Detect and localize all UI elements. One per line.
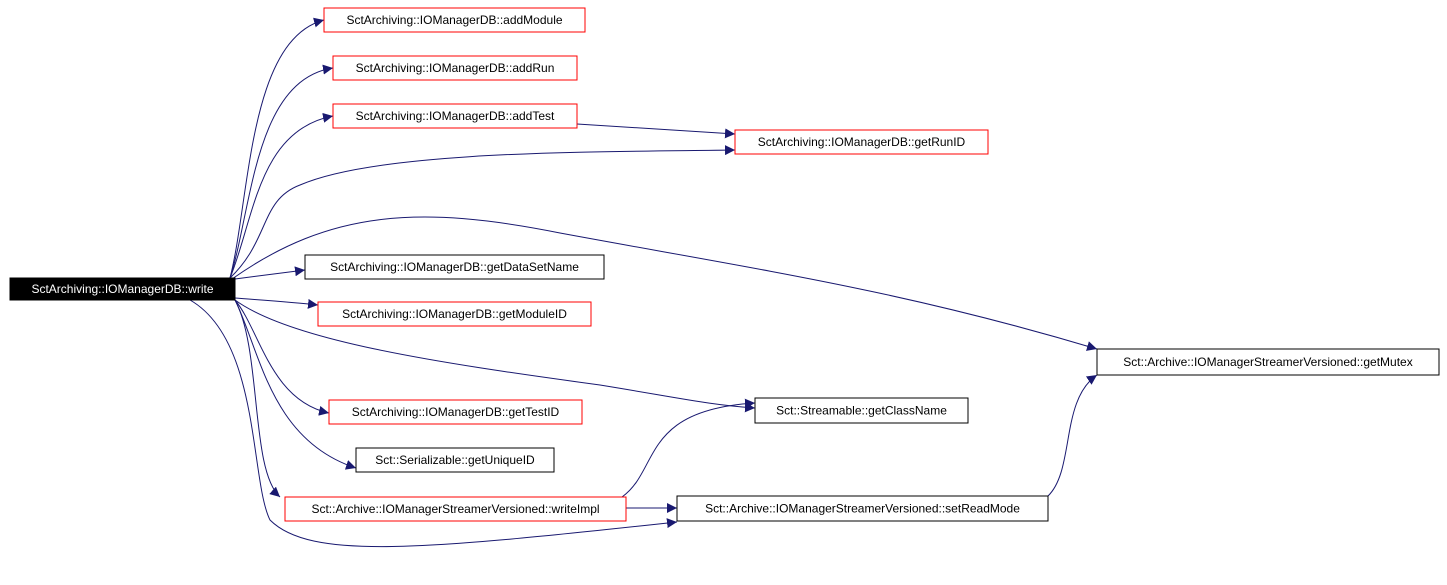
node-addRun[interactable]: SctArchiving::IOManagerDB::addRun	[332, 55, 578, 81]
node-getMutex: Sct::Archive::IOManagerStreamerVersioned…	[1096, 348, 1440, 376]
edge-write-to-addRun	[229, 64, 334, 279]
node-box	[332, 55, 578, 81]
node-box	[317, 301, 592, 327]
node-label: SctArchiving::IOManagerDB::getTestID	[352, 405, 560, 419]
edge-setReadMode-to-getMutex	[1047, 374, 1098, 497]
node-label: Sct::Serializable::getUniqueID	[375, 453, 535, 467]
edge-writeImpl-to-getClassName	[621, 398, 756, 498]
node-label: SctArchiving::IOManagerDB::addTest	[356, 109, 555, 123]
edge-write-to-writeImpl	[234, 299, 281, 498]
node-box	[9, 277, 236, 301]
nodes-layer: SctArchiving::IOManagerDB::writeSctArchi…	[9, 7, 1440, 522]
edge-write-to-getUniqueID	[234, 299, 357, 470]
node-writeImpl[interactable]: Sct::Archive::IOManagerStreamerVersioned…	[284, 496, 627, 522]
node-label: SctArchiving::IOManagerDB::addModule	[346, 13, 562, 27]
node-getTestID[interactable]: SctArchiving::IOManagerDB::getTestID	[328, 399, 583, 425]
node-box	[328, 399, 583, 425]
node-getModuleID[interactable]: SctArchiving::IOManagerDB::getModuleID	[317, 301, 592, 327]
edge-write-to-getClassName	[234, 299, 756, 413]
node-getClassName: Sct::Streamable::getClassName	[754, 397, 969, 424]
node-box	[734, 129, 989, 155]
edges-layer	[189, 17, 1098, 548]
edge-write-to-getMutex	[231, 216, 1098, 351]
node-label: Sct::Archive::IOManagerStreamerVersioned…	[705, 502, 1020, 516]
edge-addTest-to-getRunID	[576, 123, 736, 139]
node-box	[323, 7, 586, 33]
edge-write-to-addModule	[229, 17, 325, 279]
node-box	[754, 397, 969, 424]
node-label: Sct::Streamable::getClassName	[776, 404, 947, 418]
node-label: Sct::Archive::IOManagerStreamerVersioned…	[1123, 355, 1412, 369]
node-label: SctArchiving::IOManagerDB::write	[31, 282, 213, 296]
node-box	[332, 103, 578, 129]
node-write: SctArchiving::IOManagerDB::write	[9, 277, 236, 301]
edge-write-to-getModuleID	[234, 297, 319, 309]
node-box	[304, 254, 605, 280]
node-box	[284, 496, 627, 522]
node-box	[355, 447, 555, 473]
node-label: SctArchiving::IOManagerDB::getRunID	[758, 135, 966, 149]
node-getUniqueID: Sct::Serializable::getUniqueID	[355, 447, 555, 473]
node-label: SctArchiving::IOManagerDB::getModuleID	[342, 307, 567, 321]
node-getDataSetName: SctArchiving::IOManagerDB::getDataSetNam…	[304, 254, 605, 280]
node-getRunID[interactable]: SctArchiving::IOManagerDB::getRunID	[734, 129, 989, 155]
node-label: SctArchiving::IOManagerDB::getDataSetNam…	[330, 260, 579, 274]
node-addTest[interactable]: SctArchiving::IOManagerDB::addTest	[332, 103, 578, 129]
edge-write-to-getTestID	[234, 299, 330, 416]
node-addModule[interactable]: SctArchiving::IOManagerDB::addModule	[323, 7, 586, 33]
edge-write-to-addTest	[229, 112, 334, 279]
edge-write-to-getRunID	[229, 145, 736, 279]
node-label: SctArchiving::IOManagerDB::addRun	[356, 61, 555, 75]
node-box	[1096, 348, 1440, 376]
node-setReadMode: Sct::Archive::IOManagerStreamerVersioned…	[676, 495, 1049, 522]
node-label: Sct::Archive::IOManagerStreamerVersioned…	[311, 502, 599, 516]
edge-write-to-getDataSetName	[234, 266, 306, 280]
edge-write-to-setReadMode	[189, 299, 678, 548]
node-box	[676, 495, 1049, 522]
